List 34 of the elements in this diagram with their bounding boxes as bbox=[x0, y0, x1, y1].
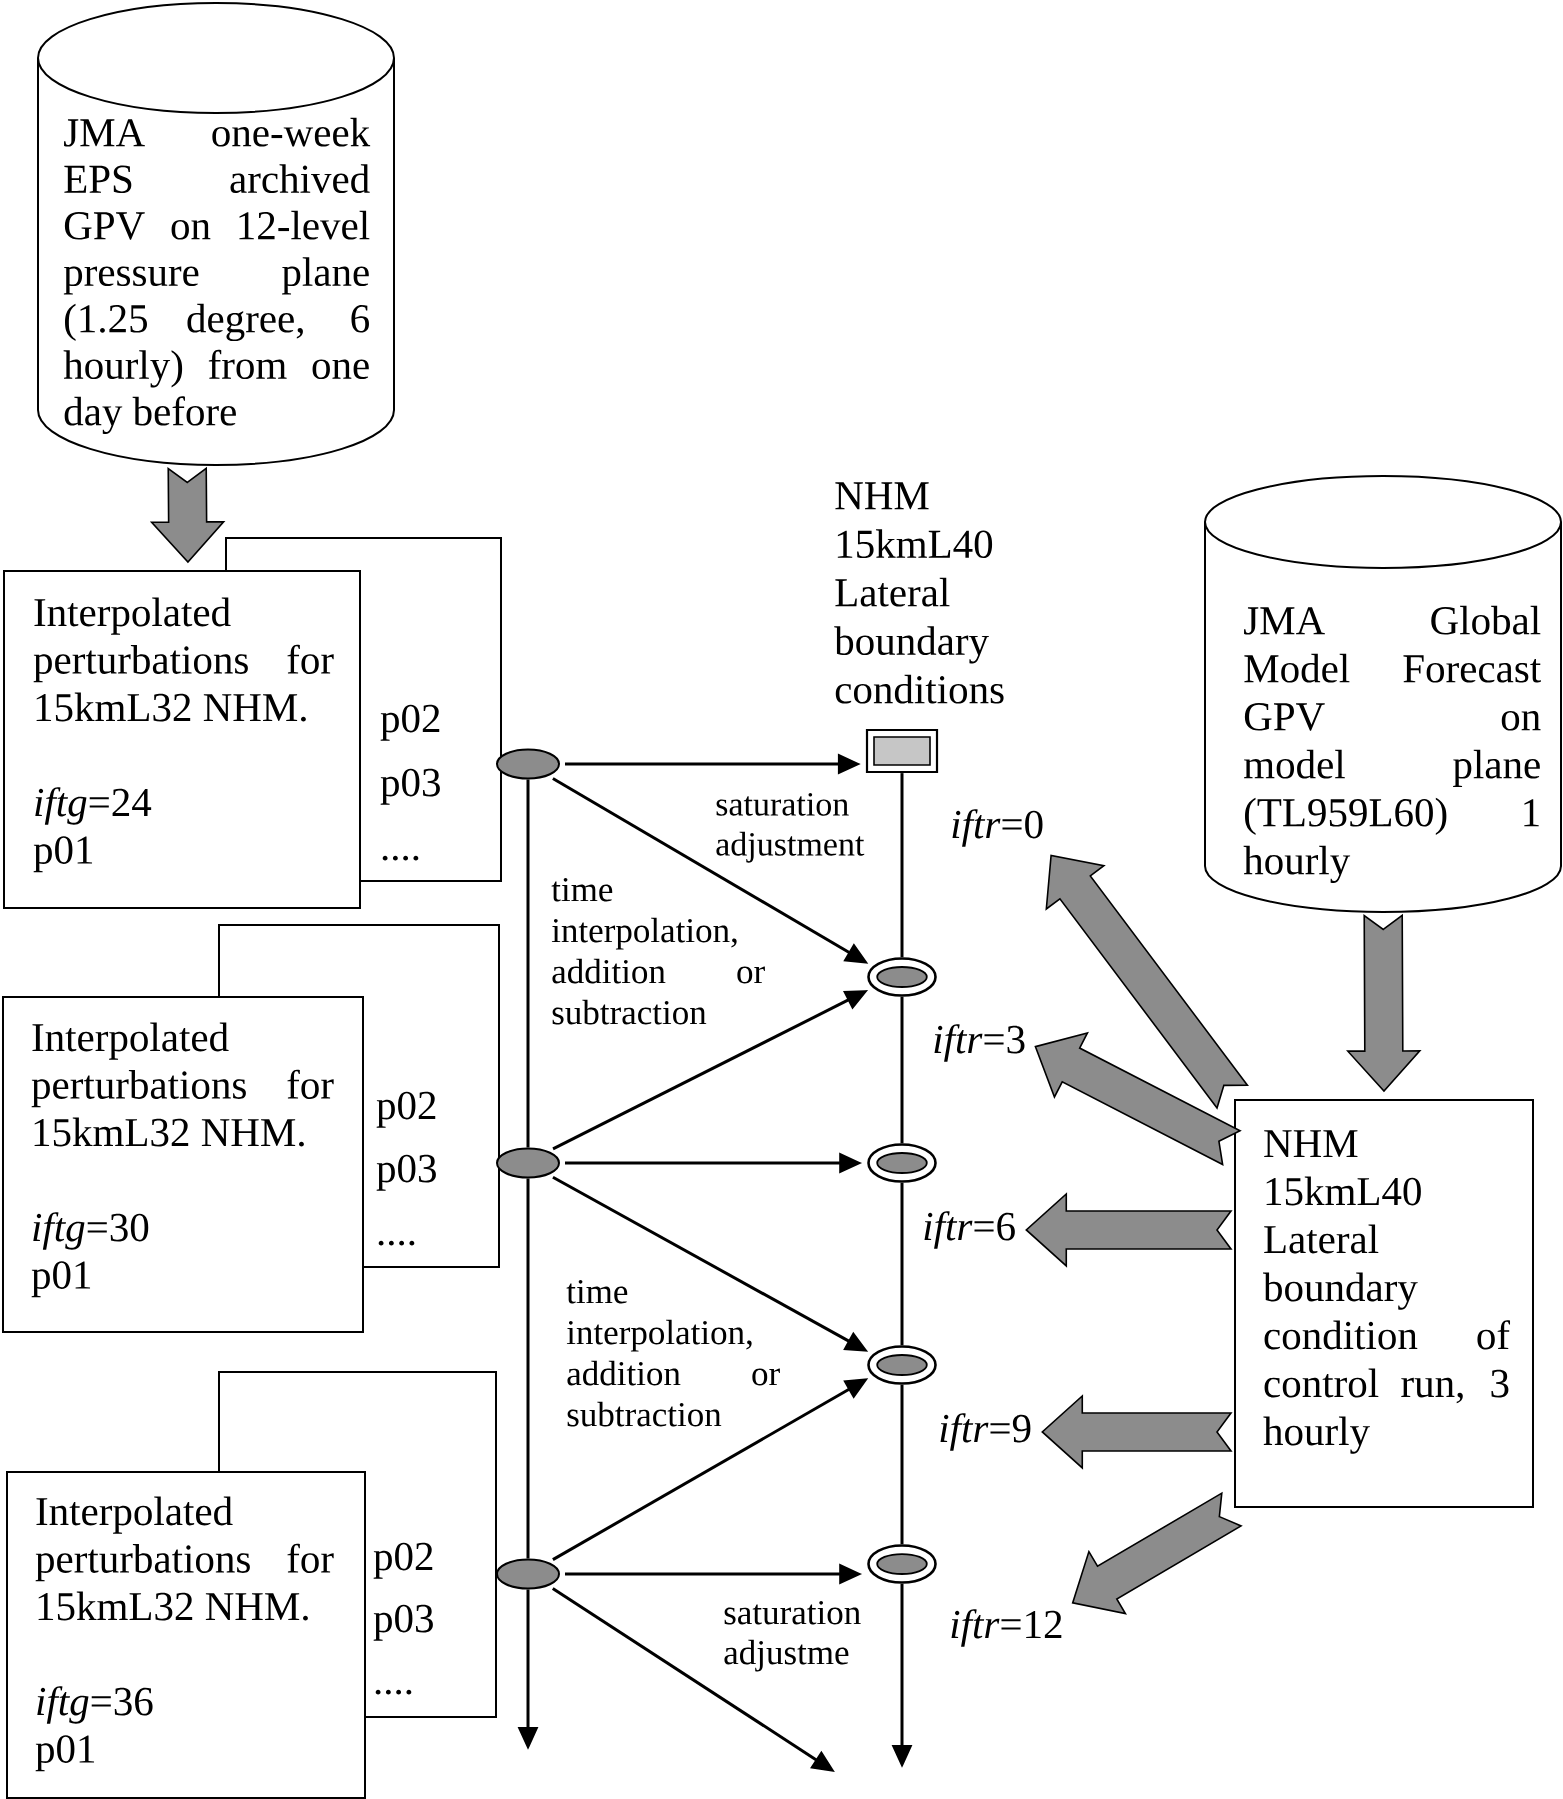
double-ellipse bbox=[867, 1143, 937, 1183]
double-ellipse bbox=[867, 957, 937, 997]
block-arrow bbox=[1045, 854, 1249, 1110]
annotation-text: saturation adjustme bbox=[724, 1600, 861, 1672]
time-label: iftr=9 bbox=[940, 1413, 1031, 1451]
connector-line bbox=[526, 779, 530, 1148]
block-arrow bbox=[1041, 1394, 1233, 1470]
data-box: Interpolated perturbations for 15kmL32 NHM. iftg=30 p01 bbox=[2, 996, 364, 1333]
connector-line bbox=[900, 996, 904, 1144]
block-arrow bbox=[149, 466, 226, 564]
connector-line bbox=[900, 1182, 904, 1346]
time-label: iftr=12 bbox=[951, 1609, 1062, 1647]
time-label: iftr=0 bbox=[952, 809, 1043, 847]
database-cylinder: JMA one-week EPS archived GPV on 12-level pressure plane (1.25 degree, 6 hourly) from one day before bbox=[37, 2, 395, 466]
time-label: iftr=3 bbox=[934, 1024, 1025, 1062]
data-box: NHM 15kmL40 Lateral boundary condition of control run, 3 hourly bbox=[1234, 1099, 1534, 1508]
junction-ellipse bbox=[496, 1558, 560, 1590]
block-arrow bbox=[1025, 1192, 1233, 1268]
connector-line bbox=[526, 1178, 530, 1559]
annotation-text: time interpolation, addition or subtraction bbox=[551, 877, 765, 1025]
double-ellipse bbox=[867, 1544, 937, 1584]
connector-line bbox=[900, 1384, 904, 1545]
data-box: Interpolated perturbations for 15kmL32 NHM. iftg=24 p01 bbox=[3, 570, 361, 909]
annotation-text: saturation adjustment bbox=[716, 792, 865, 863]
block-arrow bbox=[1346, 913, 1422, 1093]
data-box: Interpolated perturbations for 15kmL32 NHM. iftg=36 p01 bbox=[6, 1471, 366, 1799]
annotation-text: time interpolation, addition or subtraction bbox=[566, 1279, 780, 1427]
node-caption: NHM 15kmL40 Lateral boundary conditions bbox=[834, 482, 1004, 704]
junction-ellipse bbox=[496, 1147, 560, 1179]
time-label: iftr=6 bbox=[924, 1211, 1015, 1249]
double-ellipse bbox=[867, 1345, 937, 1385]
connector-line bbox=[900, 773, 904, 958]
database-cylinder: JMA Global Model Forecast GPV on model plane (TL959L60) 1 hourly bbox=[1204, 475, 1562, 913]
junction-ellipse bbox=[496, 748, 560, 780]
